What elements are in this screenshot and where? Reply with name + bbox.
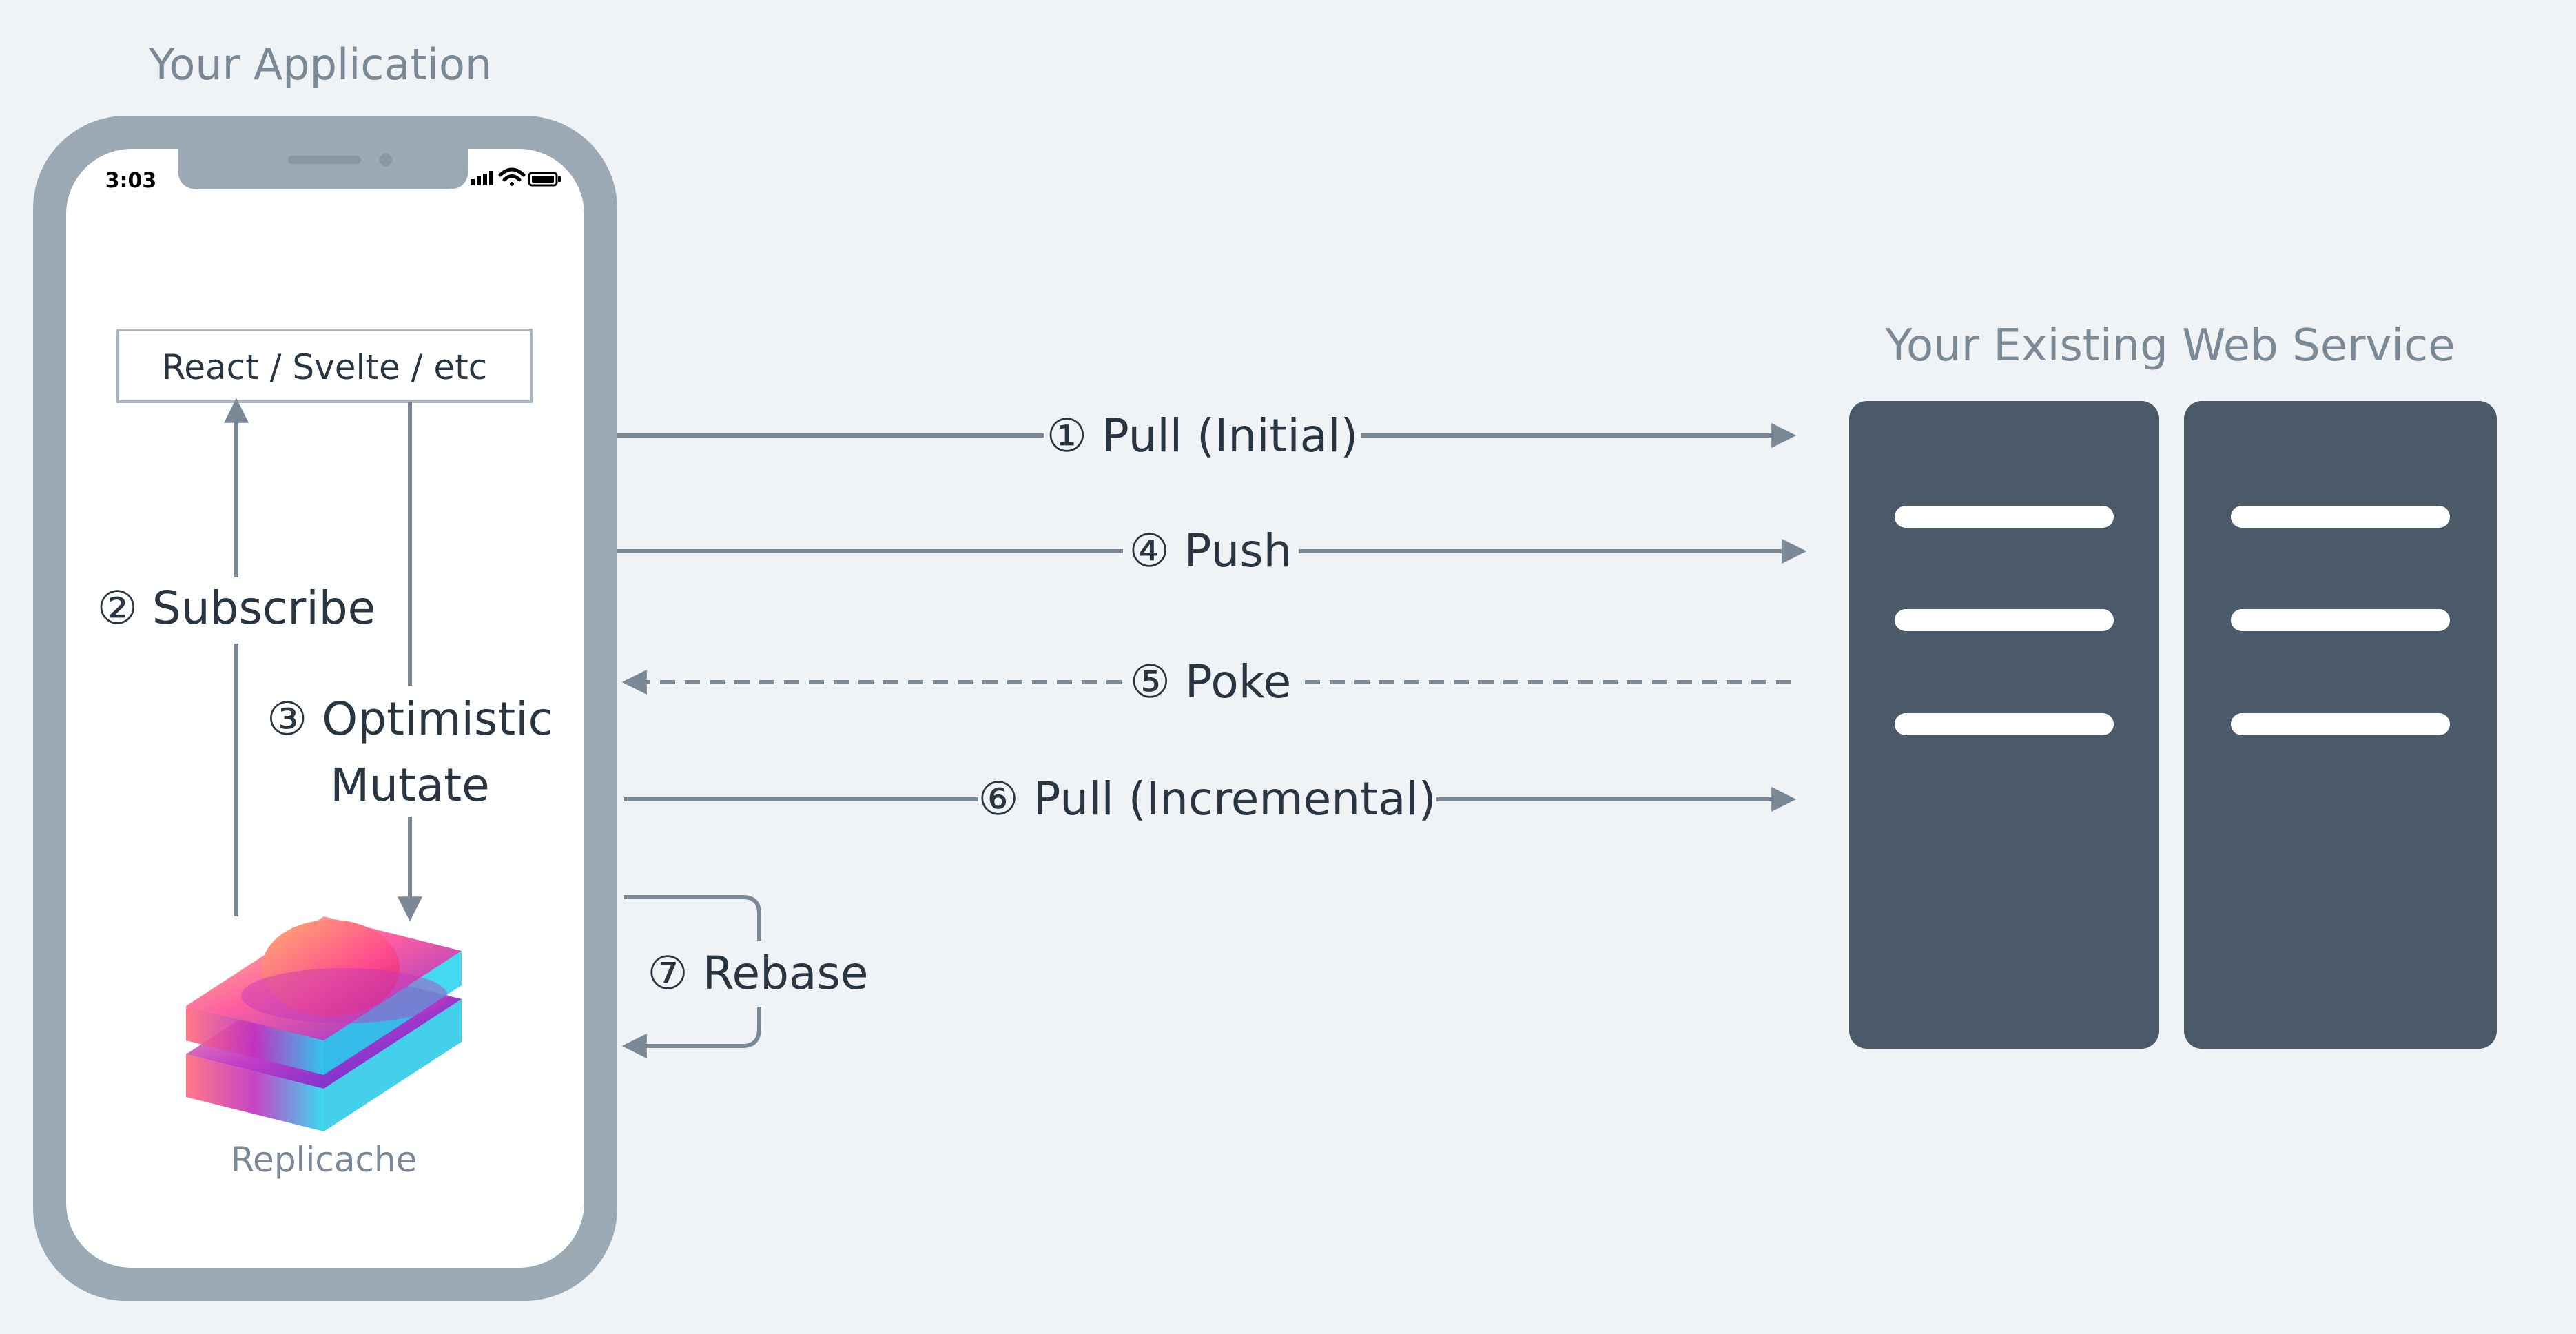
- subscribe-label-bg: [96, 577, 386, 644]
- signal-icon: [471, 171, 493, 185]
- pull-incremental-label-bg: [978, 766, 1436, 832]
- replicache-label: Replicache: [231, 1140, 418, 1180]
- optimistic-label-line2: Mutate: [330, 759, 490, 812]
- phone-camera: [380, 154, 392, 166]
- rebase-label: ⑦ Rebase: [648, 947, 869, 1000]
- server-slot: [1895, 713, 2114, 735]
- replicache-logo-icon: [186, 916, 462, 1131]
- battery-icon: [528, 172, 561, 187]
- push-label-bg: [1123, 518, 1299, 584]
- optimistic-label-bg: [269, 686, 558, 817]
- wifi-icon: [498, 167, 526, 186]
- pull-initial-label: ① Pull (Initial): [1047, 409, 1358, 462]
- flow-arrows: ① Pull (Initial) ④ Push ⑤ Poke ⑥ Pull (I…: [617, 403, 1807, 1058]
- rebase-label-bg: [641, 941, 875, 1007]
- server-slot: [2231, 713, 2450, 735]
- poke-label: ⑤ Poke: [1130, 655, 1291, 708]
- phone-device: 3:03 React / Svelte / etc ② Subscribe ③ …: [33, 116, 617, 1301]
- service-title: Your Existing Web Service: [1884, 320, 2455, 371]
- phone-notch: [178, 149, 468, 189]
- framework-label: React / Svelte / etc: [162, 347, 487, 387]
- pull-incremental-label: ⑥ Pull (Incremental): [978, 772, 1436, 825]
- server-slot: [2231, 609, 2450, 631]
- server-rack: [1849, 401, 2497, 1049]
- framework-box: [116, 329, 533, 403]
- phone-speaker: [288, 156, 361, 164]
- server-slot: [2231, 506, 2450, 528]
- server-slot: [1895, 506, 2114, 528]
- subscribe-label: ② Subscribe: [97, 582, 375, 635]
- status-time: 3:03: [105, 169, 157, 193]
- app-title: Your Application: [148, 39, 492, 90]
- push-label: ④ Push: [1129, 524, 1292, 577]
- pull-initial-label-bg: [1044, 403, 1361, 469]
- poke-label-bg: [1123, 649, 1299, 715]
- server-slot: [1895, 609, 2114, 631]
- optimistic-label-line1: ③ Optimistic: [267, 692, 553, 746]
